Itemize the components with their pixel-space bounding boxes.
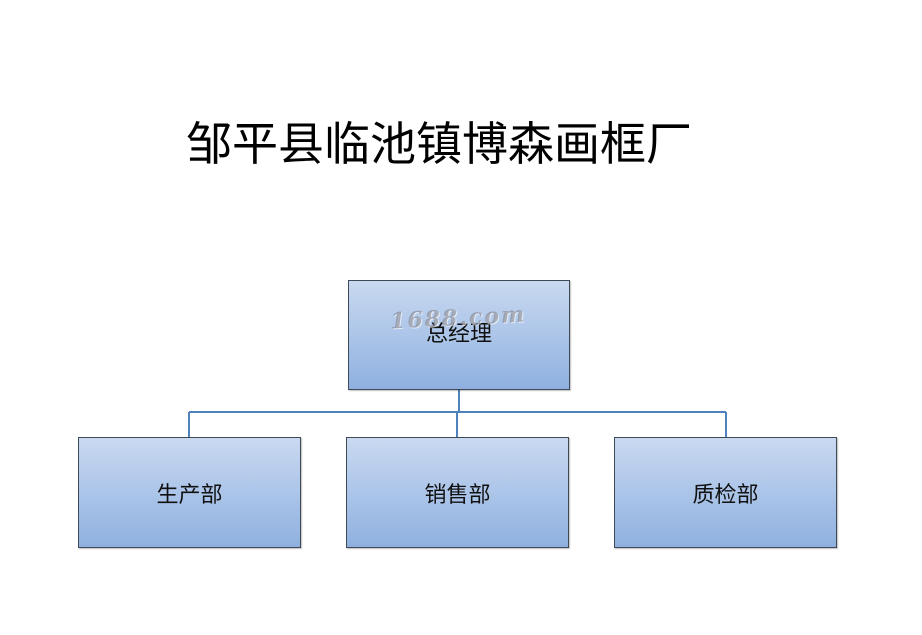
org-node-general-manager: 总经理 bbox=[348, 280, 570, 390]
org-node-quality-inspection: 质检部 bbox=[614, 437, 837, 548]
org-node-production: 生产部 bbox=[78, 437, 301, 548]
org-node-label: 生产部 bbox=[156, 482, 223, 508]
org-node-label: 总经理 bbox=[425, 322, 492, 347]
diagram-title: 邹平县临池镇博森画框厂 bbox=[186, 117, 692, 171]
org-node-label: 销售部 bbox=[424, 482, 491, 508]
org-node-sales: 销售部 bbox=[346, 437, 569, 548]
org-node-label: 质检部 bbox=[692, 482, 759, 508]
